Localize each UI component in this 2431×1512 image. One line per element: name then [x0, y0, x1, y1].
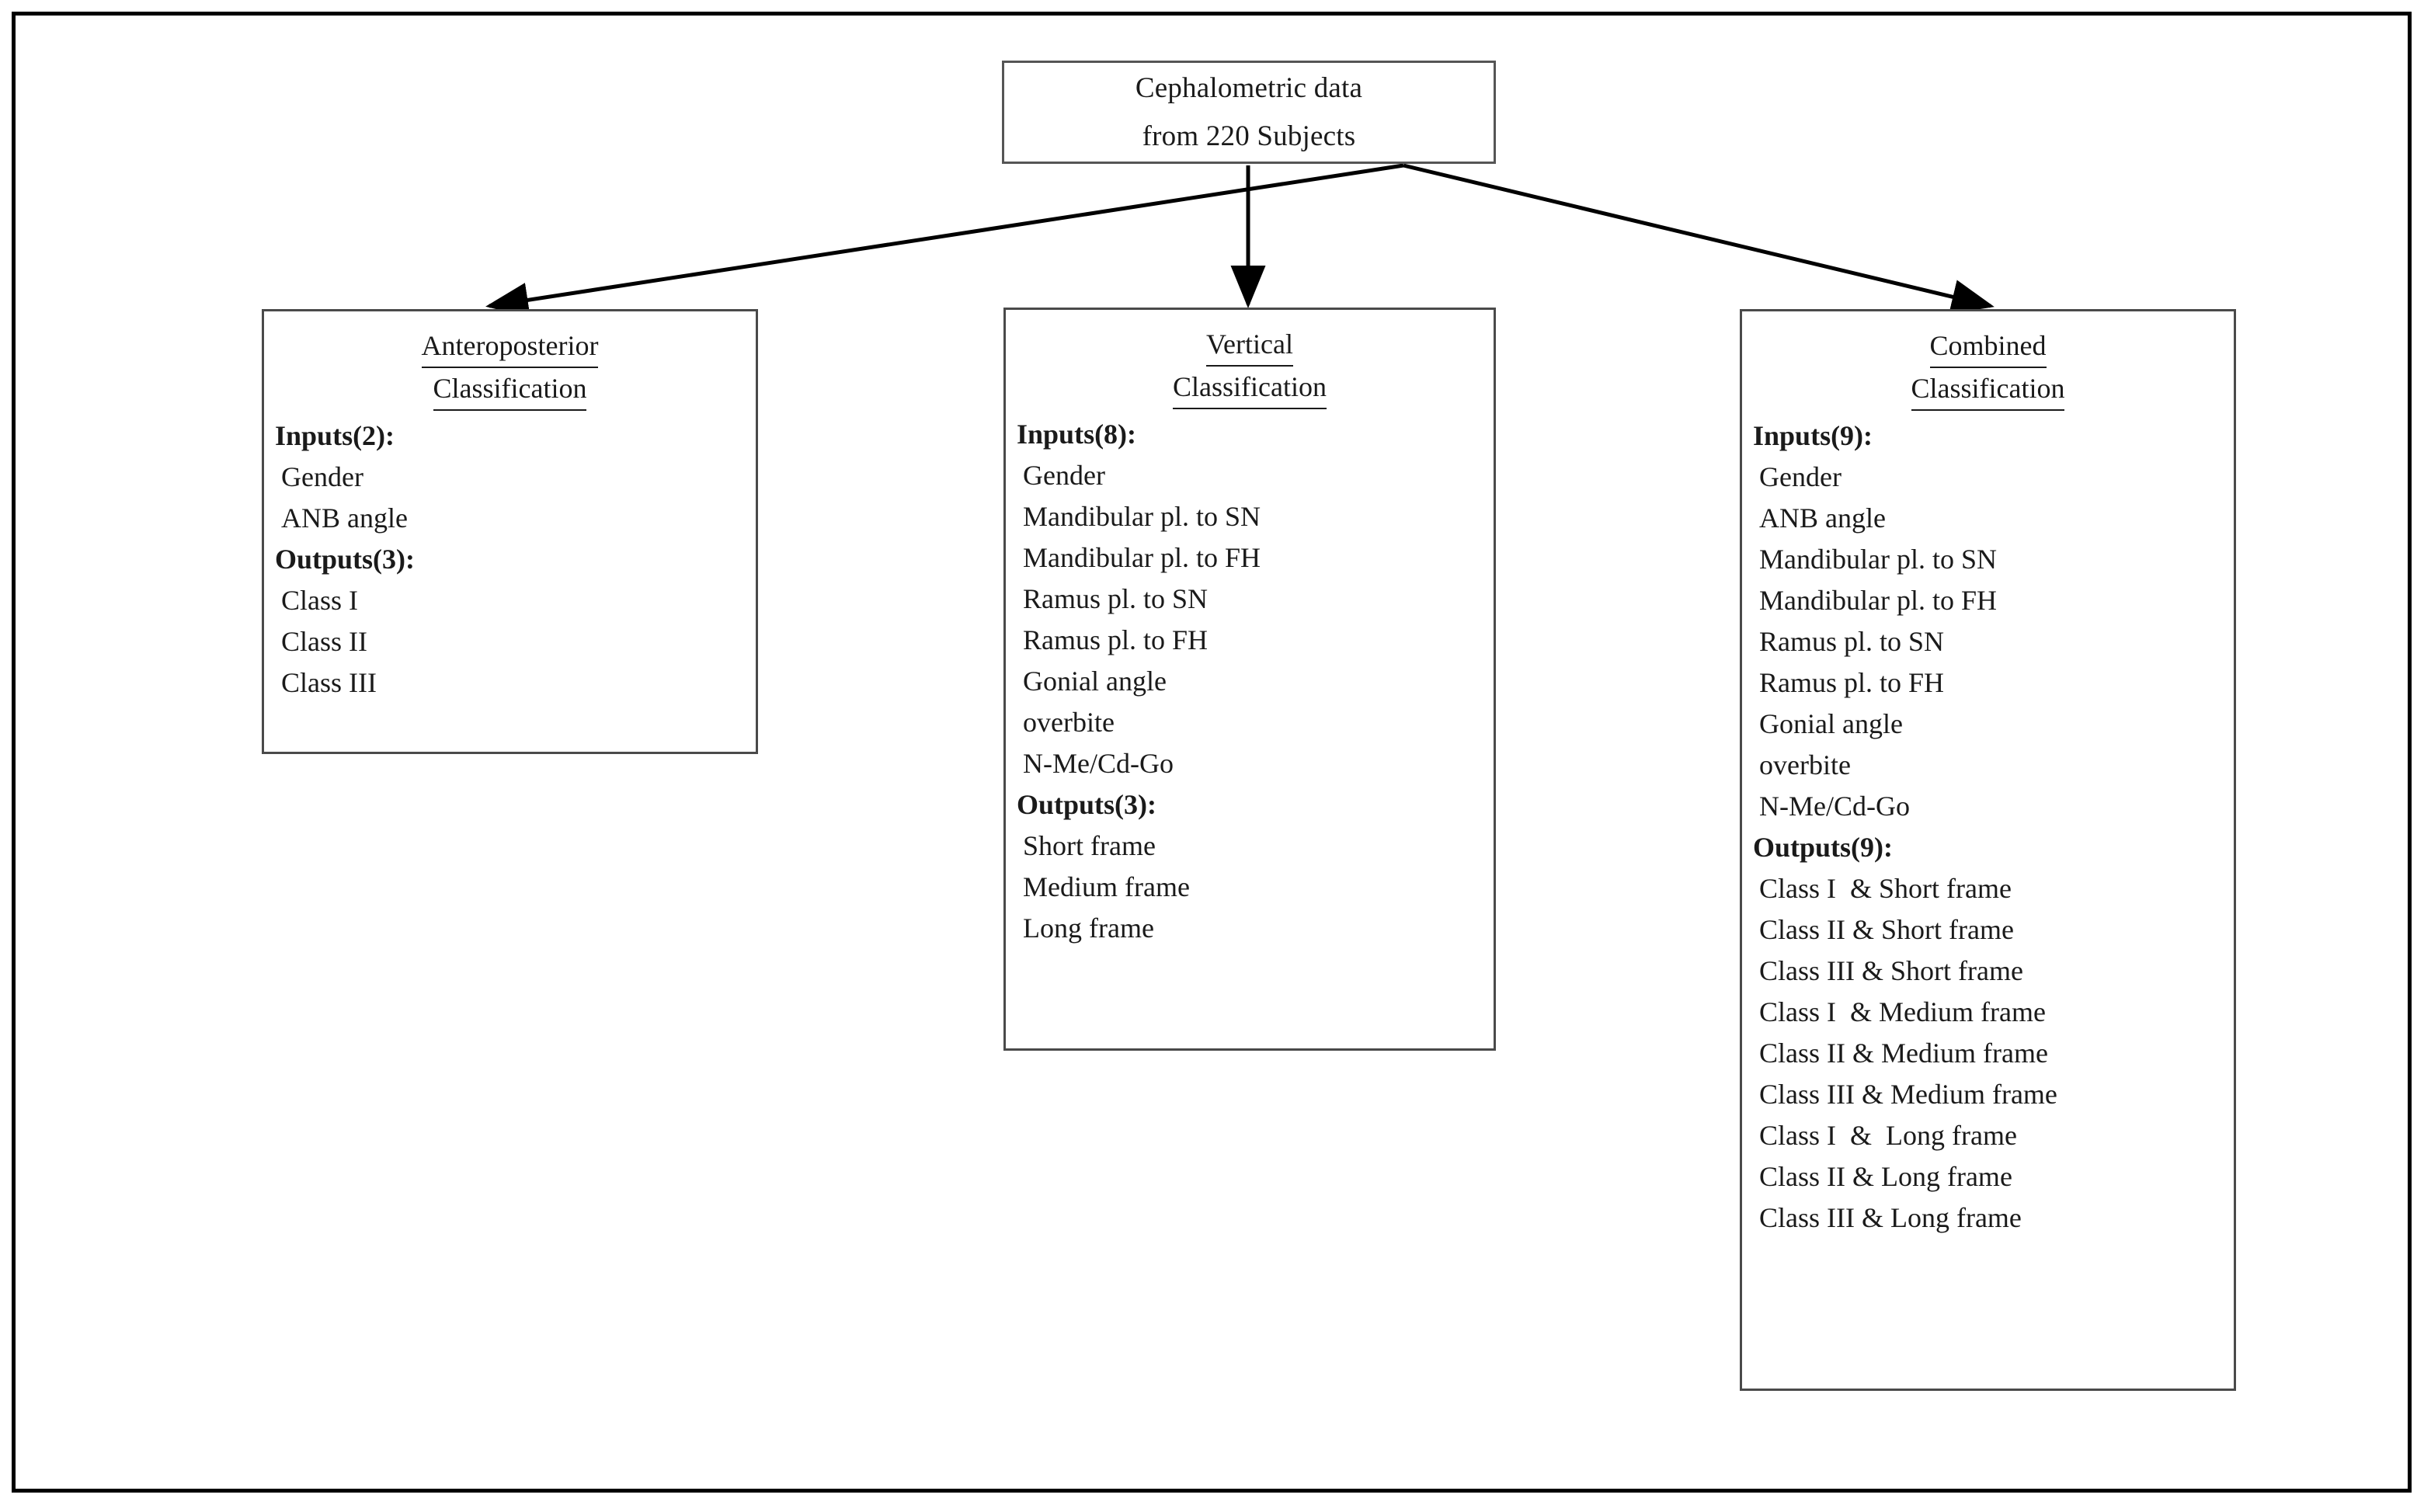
heading-line-1: Combined: [1929, 325, 2047, 368]
inputs-label: Inputs(9):: [1753, 420, 1873, 451]
list-item: N-Me/Cd-Go: [1023, 748, 1174, 779]
node-vertical-classification: Vertical Classification Inputs(8): Gende…: [1003, 308, 1496, 1051]
list-item: Ramus pl. to FH: [1023, 624, 1209, 655]
list-item: Long frame: [1023, 912, 1154, 944]
heading-combined: Combined Classification: [1742, 325, 2234, 411]
node-anteroposterior-classification: Anteroposterior Classification Inputs(2)…: [262, 309, 758, 754]
list-item: Gonial angle: [1023, 666, 1167, 697]
list-item: Class II: [281, 626, 367, 657]
list-item: overbite: [1759, 749, 1851, 780]
heading-anteroposterior: Anteroposterior Classification: [264, 325, 756, 411]
list-item: Gender: [1023, 460, 1105, 491]
list-item: Ramus pl. to SN: [1023, 583, 1209, 614]
heading-line-2: Classification: [1173, 367, 1327, 409]
outputs-label: Outputs(3):: [275, 544, 416, 575]
root-node-cephalometric-data: Cephalometric data from 220 Subjects: [1002, 61, 1496, 164]
heading-line-2: Classification: [1911, 368, 2065, 411]
root-line-2: from 220 Subjects: [1142, 120, 1356, 152]
list-item: Class II & Long frame: [1759, 1161, 2012, 1192]
outputs-label: Outputs(3):: [1017, 789, 1157, 820]
outputs-label: Outputs(9):: [1753, 832, 1894, 863]
list-item: overbite: [1023, 707, 1115, 738]
list-item: Class I & Short frame: [1759, 873, 2012, 904]
list-item: ANB angle: [281, 502, 408, 534]
node-combined-classification: Combined Classification Inputs(9): Gende…: [1740, 309, 2236, 1391]
list-item: Mandibular pl. to SN: [1023, 501, 1261, 532]
list-item: Ramus pl. to SN: [1759, 626, 1945, 657]
list-item: Mandibular pl. to FH: [1023, 542, 1261, 573]
list-item: ANB angle: [1759, 502, 1886, 534]
inputs-label: Inputs(8):: [1017, 419, 1137, 450]
list-item: Class II & Medium frame: [1759, 1038, 2048, 1069]
list-item: Mandibular pl. to SN: [1759, 544, 1997, 575]
list-item: Class III & Medium frame: [1759, 1079, 2057, 1110]
list-item: Class I & Long frame: [1759, 1120, 2017, 1151]
list-item: Class III & Long frame: [1759, 1202, 2022, 1233]
list-item: Short frame: [1023, 830, 1156, 861]
heading-line-1: Vertical: [1206, 324, 1293, 367]
list-item: Medium frame: [1023, 871, 1190, 902]
list-item: Class III: [281, 667, 377, 698]
list-item: Gender: [281, 461, 363, 492]
list-item: N-Me/Cd-Go: [1759, 791, 1910, 822]
list-item: Class III & Short frame: [1759, 955, 2023, 986]
heading-line-1: Anteroposterior: [421, 325, 599, 368]
heading-vertical: Vertical Classification: [1006, 324, 1494, 409]
list-item: Gender: [1759, 461, 1842, 492]
root-line-1: Cephalometric data: [1135, 71, 1363, 104]
list-item: Gonial angle: [1759, 708, 1903, 739]
heading-line-2: Classification: [433, 368, 587, 411]
list-item: Class I: [281, 585, 358, 616]
list-item: Class II & Short frame: [1759, 914, 2014, 945]
list-item: Mandibular pl. to FH: [1759, 585, 1997, 616]
list-item: Class I & Medium frame: [1759, 996, 2046, 1027]
inputs-label: Inputs(2):: [275, 420, 395, 451]
list-item: Ramus pl. to FH: [1759, 667, 1945, 698]
